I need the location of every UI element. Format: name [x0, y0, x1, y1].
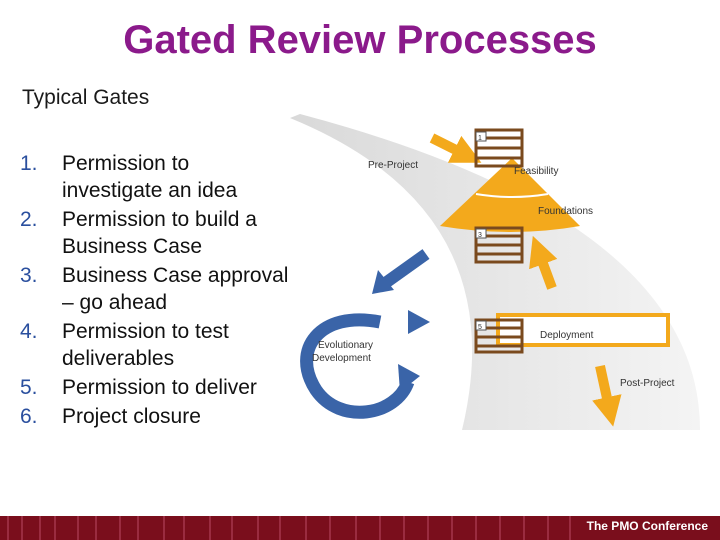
label-foundations: Foundations [538, 206, 593, 217]
process-diagram: 1 3 5 Pre-Project Feasibility Foundation… [290, 114, 700, 430]
list-item: 4. Permission to test deliverables [20, 318, 290, 372]
gate-number: 3 [478, 232, 482, 239]
list-item: 6. Project closure [20, 403, 290, 430]
footer-text: The PMO Conference [586, 519, 708, 533]
label-post-project: Post-Project [620, 378, 675, 389]
gate-number: 5 [478, 324, 482, 331]
list-text: Business Case approval – go ahead [62, 264, 289, 314]
arrow-blue-in [380, 249, 430, 289]
list-number: 2. [20, 208, 38, 231]
slide-title: Gated Review Processes [123, 18, 597, 62]
gate-3: 3 [474, 226, 524, 264]
list-item: 1. Permission to investigate an idea [20, 150, 290, 204]
list-number: 5. [20, 376, 38, 399]
label-evolutionary-2: Development [312, 353, 371, 364]
arrow-foundations-up [529, 235, 558, 290]
list-item: 3. Business Case approval – go ahead [20, 262, 290, 316]
list-item: 5. Permission to deliver [20, 374, 290, 401]
list-number: 6. [20, 405, 38, 428]
gate-1: 1 [474, 128, 524, 168]
label-pre-project: Pre-Project [368, 160, 418, 171]
list-text: Permission to test deliverables [62, 320, 229, 370]
arrow-blue-in-head [372, 270, 394, 294]
list-item: 2. Permission to build a Business Case [20, 206, 290, 260]
list-text: Project closure [62, 405, 201, 428]
loop-arrowhead-bottom [398, 364, 420, 392]
gate-5: 5 [474, 318, 524, 354]
list-number: 3. [20, 264, 38, 287]
deployment-box [496, 313, 670, 347]
list-text: Permission to deliver [62, 376, 257, 399]
label-deployment: Deployment [540, 330, 594, 341]
gate-number: 1 [478, 135, 482, 142]
feasibility-top [475, 193, 549, 198]
evolutionary-loop [300, 313, 415, 419]
list-text: Permission to build a Business Case [62, 208, 257, 258]
foundations-cone [440, 158, 580, 232]
arrow-pre-project [429, 133, 482, 163]
list-number: 1. [20, 152, 38, 175]
footer-bar [0, 516, 720, 540]
list-number: 4. [20, 320, 38, 343]
label-feasibility: Feasibility [514, 166, 558, 177]
list-text: Permission to investigate an idea [62, 152, 238, 202]
arrow-post-project [592, 364, 622, 427]
loop-arrowhead-top [408, 310, 430, 334]
slide-subtitle: Typical Gates [22, 86, 150, 109]
label-evolutionary-1: Evolutionary [318, 340, 373, 351]
gates-list: 1. Permission to investigate an idea 2. Pe… [20, 150, 290, 432]
lifecycle-arc [290, 114, 700, 430]
